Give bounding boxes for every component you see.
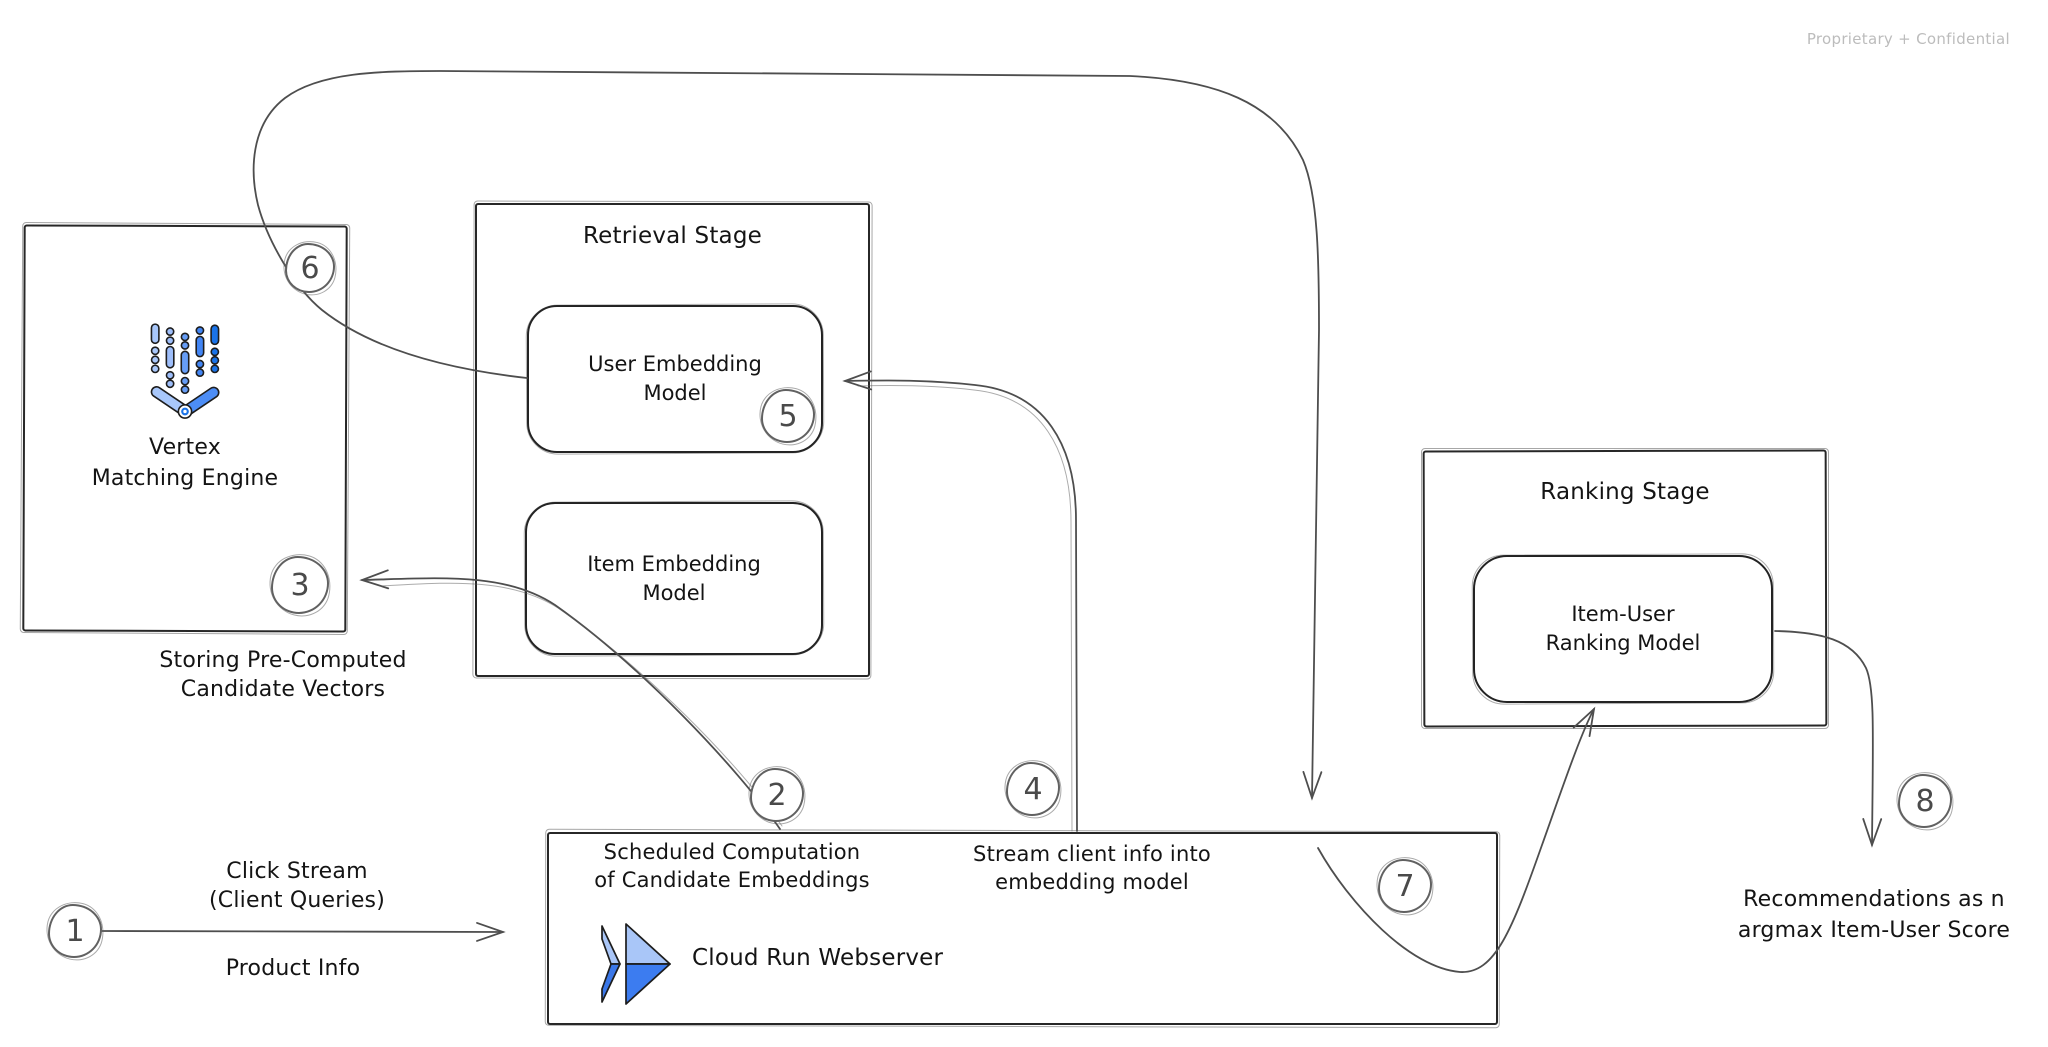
item-embedding-model-label: Item Embedding Model — [587, 551, 761, 605]
step-circle-2: 2 — [750, 768, 804, 822]
step-circle-8: 8 — [1898, 774, 1952, 828]
cloud-run-icon — [601, 923, 671, 1005]
vertex-caption: Storing Pre-Computed Candidate Vectors — [159, 648, 407, 702]
cloud-run-webserver-label: Cloud Run Webserver — [692, 945, 944, 971]
vertex-matching-engine-label: Vertex Matching Engine — [91, 435, 279, 491]
step-circle-3: 3 — [271, 556, 329, 614]
product-info-label: Product Info — [225, 956, 361, 981]
step-circle-4: 4 — [1006, 762, 1060, 816]
ranking-stage-title: Ranking Stage — [1540, 479, 1710, 505]
step-circle-5: 5 — [761, 389, 815, 443]
matching-engine-icon — [150, 323, 220, 419]
click-stream-label: Click Stream (Client Queries) — [209, 859, 385, 913]
wire-click-stream — [101, 922, 506, 942]
item-user-ranking-model-label: Item-User Ranking Model — [1545, 602, 1701, 655]
item-embedding-model-node: Item Embedding Model — [525, 502, 823, 655]
scheduled-computation-note: Scheduled Computation of Candidate Embed… — [594, 840, 870, 892]
step-circle-7: 7 — [1378, 859, 1432, 913]
step-circle-1: 1 — [48, 904, 102, 958]
user-embedding-model-label: User Embedding Model — [588, 352, 762, 405]
item-user-ranking-model-node: Item-User Ranking Model — [1473, 555, 1773, 703]
stream-client-info-note: Stream client info into embedding model — [973, 842, 1211, 894]
recommendations-label: Recommendations as n argmax Item-User Sc… — [1737, 887, 2011, 943]
step-circle-6: 6 — [285, 243, 335, 293]
retrieval-stage-title: Retrieval Stage — [583, 223, 762, 249]
watermark-text: Proprietary + Confidential — [1806, 30, 2010, 48]
